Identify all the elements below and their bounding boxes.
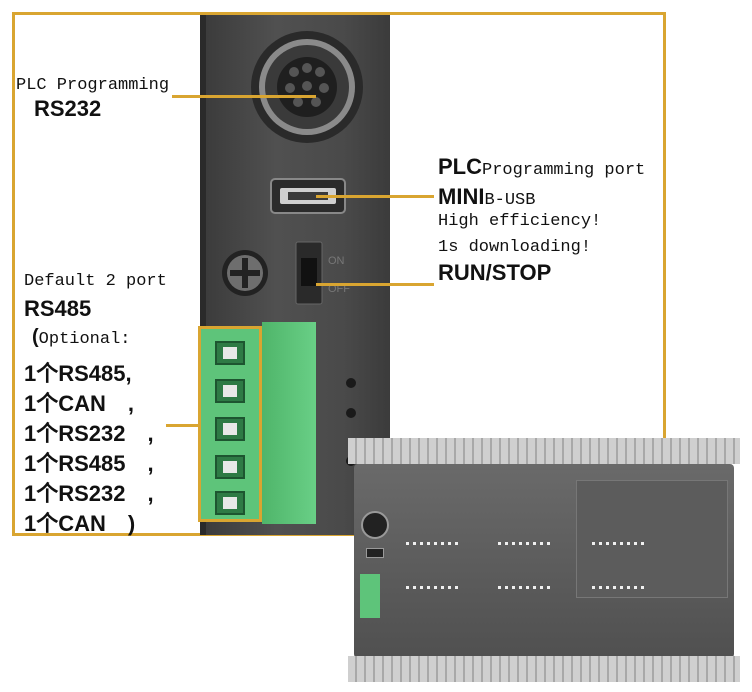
rs232-label: RS232	[34, 96, 102, 121]
terminal-block-body	[262, 322, 316, 524]
mini-din-port-icon	[251, 31, 363, 143]
option-item: 1个RS232 ,	[24, 421, 154, 446]
plc-unit-image	[348, 438, 740, 682]
callout-line-terminal	[166, 424, 200, 427]
led-row	[592, 542, 648, 545]
led-row	[592, 586, 648, 589]
usb-title: PLCProgramming port	[438, 154, 645, 180]
plc-programming-label: PLC Programming	[16, 76, 170, 95]
optional-paren: (	[32, 326, 39, 348]
optional-text: Optional:	[38, 330, 131, 349]
optional-label: (Optional:	[32, 326, 131, 349]
led-row	[406, 542, 462, 545]
led-row	[498, 542, 554, 545]
terminal-slot	[215, 417, 245, 441]
terminal-slot	[215, 455, 245, 479]
run-stop-label: RUN/STOP	[438, 260, 552, 285]
screw-icon	[222, 250, 268, 296]
plc-usb-port-icon	[366, 548, 384, 558]
programming-port-label: Programming port	[482, 161, 646, 180]
option-item: 1个RS232 ,	[24, 481, 154, 506]
high-efficiency-label: High efficiency!	[438, 212, 602, 231]
terminal-slot	[215, 491, 245, 515]
terminal-slot	[215, 341, 245, 365]
option-item: 1个CAN ,	[24, 391, 135, 416]
downloading-label: 1s downloading!	[438, 238, 592, 257]
option-item: 1个RS485,	[24, 361, 132, 386]
option-item: 1个RS485 ,	[24, 451, 154, 476]
terminal-slot	[215, 379, 245, 403]
plc-terminal-icon	[360, 574, 380, 618]
svg-text:OFF: OFF	[328, 283, 350, 295]
plc-din-port-icon	[361, 511, 389, 539]
led-row	[406, 586, 462, 589]
default-port-label: Default 2 port	[24, 272, 167, 291]
rs485-label: RS485	[24, 296, 92, 321]
status-led	[346, 378, 356, 388]
callout-line-rs232	[172, 95, 316, 98]
status-led	[346, 408, 356, 418]
terminal-block	[198, 326, 262, 522]
led-row	[498, 586, 554, 589]
plc-cover	[576, 480, 728, 598]
svg-text:ON: ON	[328, 255, 345, 267]
callout-line-switch	[316, 283, 434, 286]
b-usb-label: B-USB	[484, 191, 536, 210]
option-item: 1个CAN )	[24, 511, 136, 536]
terminal-strip-top	[348, 438, 740, 464]
plc-label: PLC	[438, 154, 482, 179]
terminal-strip-bottom	[348, 656, 740, 682]
callout-line-usb	[316, 195, 434, 198]
usb-subtitle: MINIB-USB	[438, 184, 535, 210]
run-stop-switch-icon: ON OFF	[295, 241, 350, 305]
panel-edge	[200, 15, 206, 535]
mini-label: MINI	[438, 184, 485, 209]
